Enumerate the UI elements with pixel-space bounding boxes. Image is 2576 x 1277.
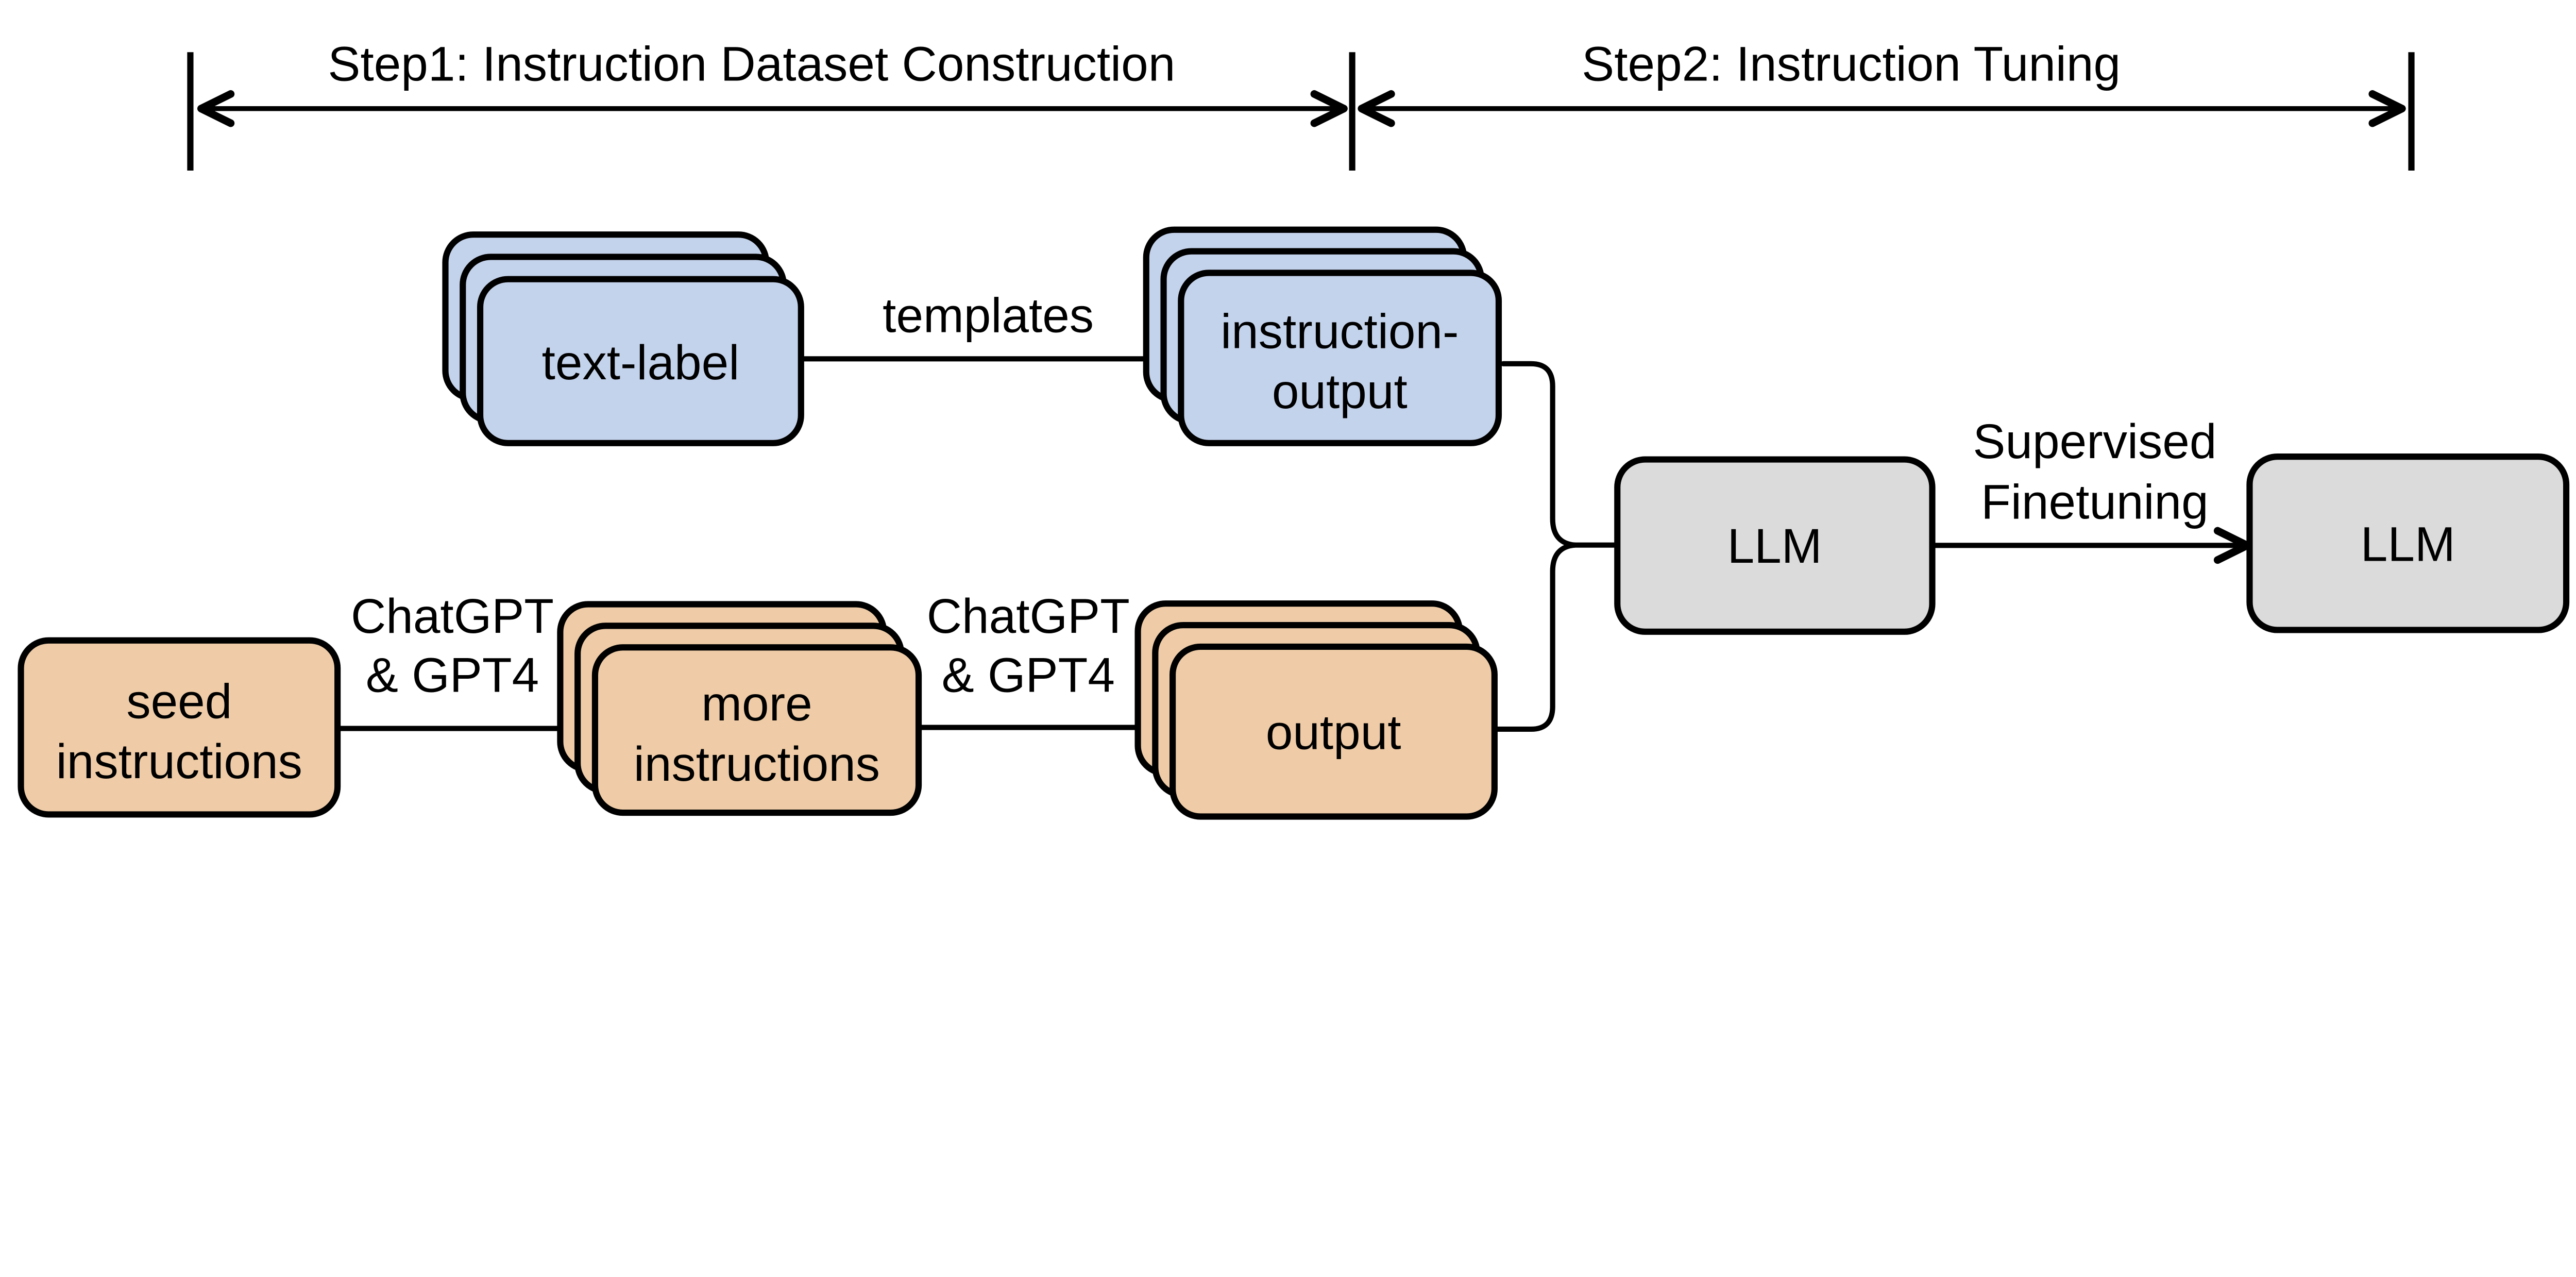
edge-supervised-finetuning: Supervised Finetuning bbox=[1932, 414, 2251, 564]
more-instructions-caption-line1: more bbox=[701, 677, 812, 731]
text-label-caption: text-label bbox=[542, 335, 740, 390]
arrowhead-left-step2-icon bbox=[1358, 90, 1395, 127]
instruction-output-card-front bbox=[1178, 270, 1502, 446]
chatgpt-gpt4-first-label-line2: & GPT4 bbox=[366, 648, 539, 703]
chatgpt-gpt4-first-label-line1: ChatGPT bbox=[351, 589, 554, 644]
seed-instructions-caption-line2: instructions bbox=[56, 734, 302, 789]
more-instructions-caption-line2: instructions bbox=[634, 737, 880, 792]
node-seed-instructions: seed instructions bbox=[18, 637, 341, 818]
instruction-output-caption-line2: output bbox=[1272, 364, 1408, 419]
step-bracket: Step1: Instruction Dataset Construction … bbox=[187, 37, 2415, 171]
step2-title: Step2: Instruction Tuning bbox=[1582, 37, 2121, 92]
chatgpt-gpt4-second-label-line1: ChatGPT bbox=[927, 589, 1130, 644]
merge-branch-top bbox=[1500, 361, 1578, 548]
node-instruction-output-stack: instruction- output bbox=[1143, 226, 1502, 446]
step1-title: Step1: Instruction Dataset Construction bbox=[328, 37, 1175, 92]
arrowhead-left-step1-icon bbox=[197, 90, 235, 127]
edge-chatgpt-gpt4-first: ChatGPT & GPT4 bbox=[337, 589, 597, 747]
merge-branch-bottom bbox=[1494, 542, 1578, 732]
merge-connector bbox=[1494, 361, 1620, 732]
arrowhead-right-step2-icon bbox=[2368, 90, 2406, 127]
node-llm-base: LLM bbox=[1614, 456, 1936, 635]
llm-finetuned-card bbox=[2246, 453, 2570, 633]
instruction-tuning-pipeline-diagram: Step1: Instruction Dataset Construction … bbox=[18, 37, 2570, 820]
templates-label: templates bbox=[883, 288, 1094, 343]
edge-templates: templates bbox=[801, 288, 1183, 378]
edge-chatgpt-gpt4-second: ChatGPT & GPT4 bbox=[919, 589, 1175, 746]
llm-finetuned-caption: LLM bbox=[2361, 517, 2455, 572]
supervised-finetuning-label-line1: Supervised bbox=[1973, 414, 2216, 469]
instruction-output-caption-line1: instruction- bbox=[1221, 304, 1459, 359]
llm-base-caption: LLM bbox=[1727, 519, 1822, 574]
output-card-front bbox=[1170, 643, 1498, 820]
node-text-label-stack: text-label bbox=[442, 231, 804, 446]
node-output-stack: output bbox=[1134, 600, 1498, 820]
seed-instructions-caption-line1: seed bbox=[126, 674, 232, 729]
chatgpt-gpt4-second-label-line2: & GPT4 bbox=[942, 648, 1115, 703]
node-more-instructions-stack: more instructions bbox=[557, 601, 922, 816]
seed-instructions-card bbox=[18, 637, 341, 818]
arrowhead-right-step1-icon bbox=[1310, 90, 1348, 127]
output-caption: output bbox=[1266, 705, 1401, 760]
diagram-canvas: Step1: Instruction Dataset Construction … bbox=[18, 37, 2570, 820]
supervised-finetuning-label-line2: Finetuning bbox=[1981, 475, 2209, 529]
node-llm-finetuned: LLM bbox=[2246, 453, 2570, 633]
